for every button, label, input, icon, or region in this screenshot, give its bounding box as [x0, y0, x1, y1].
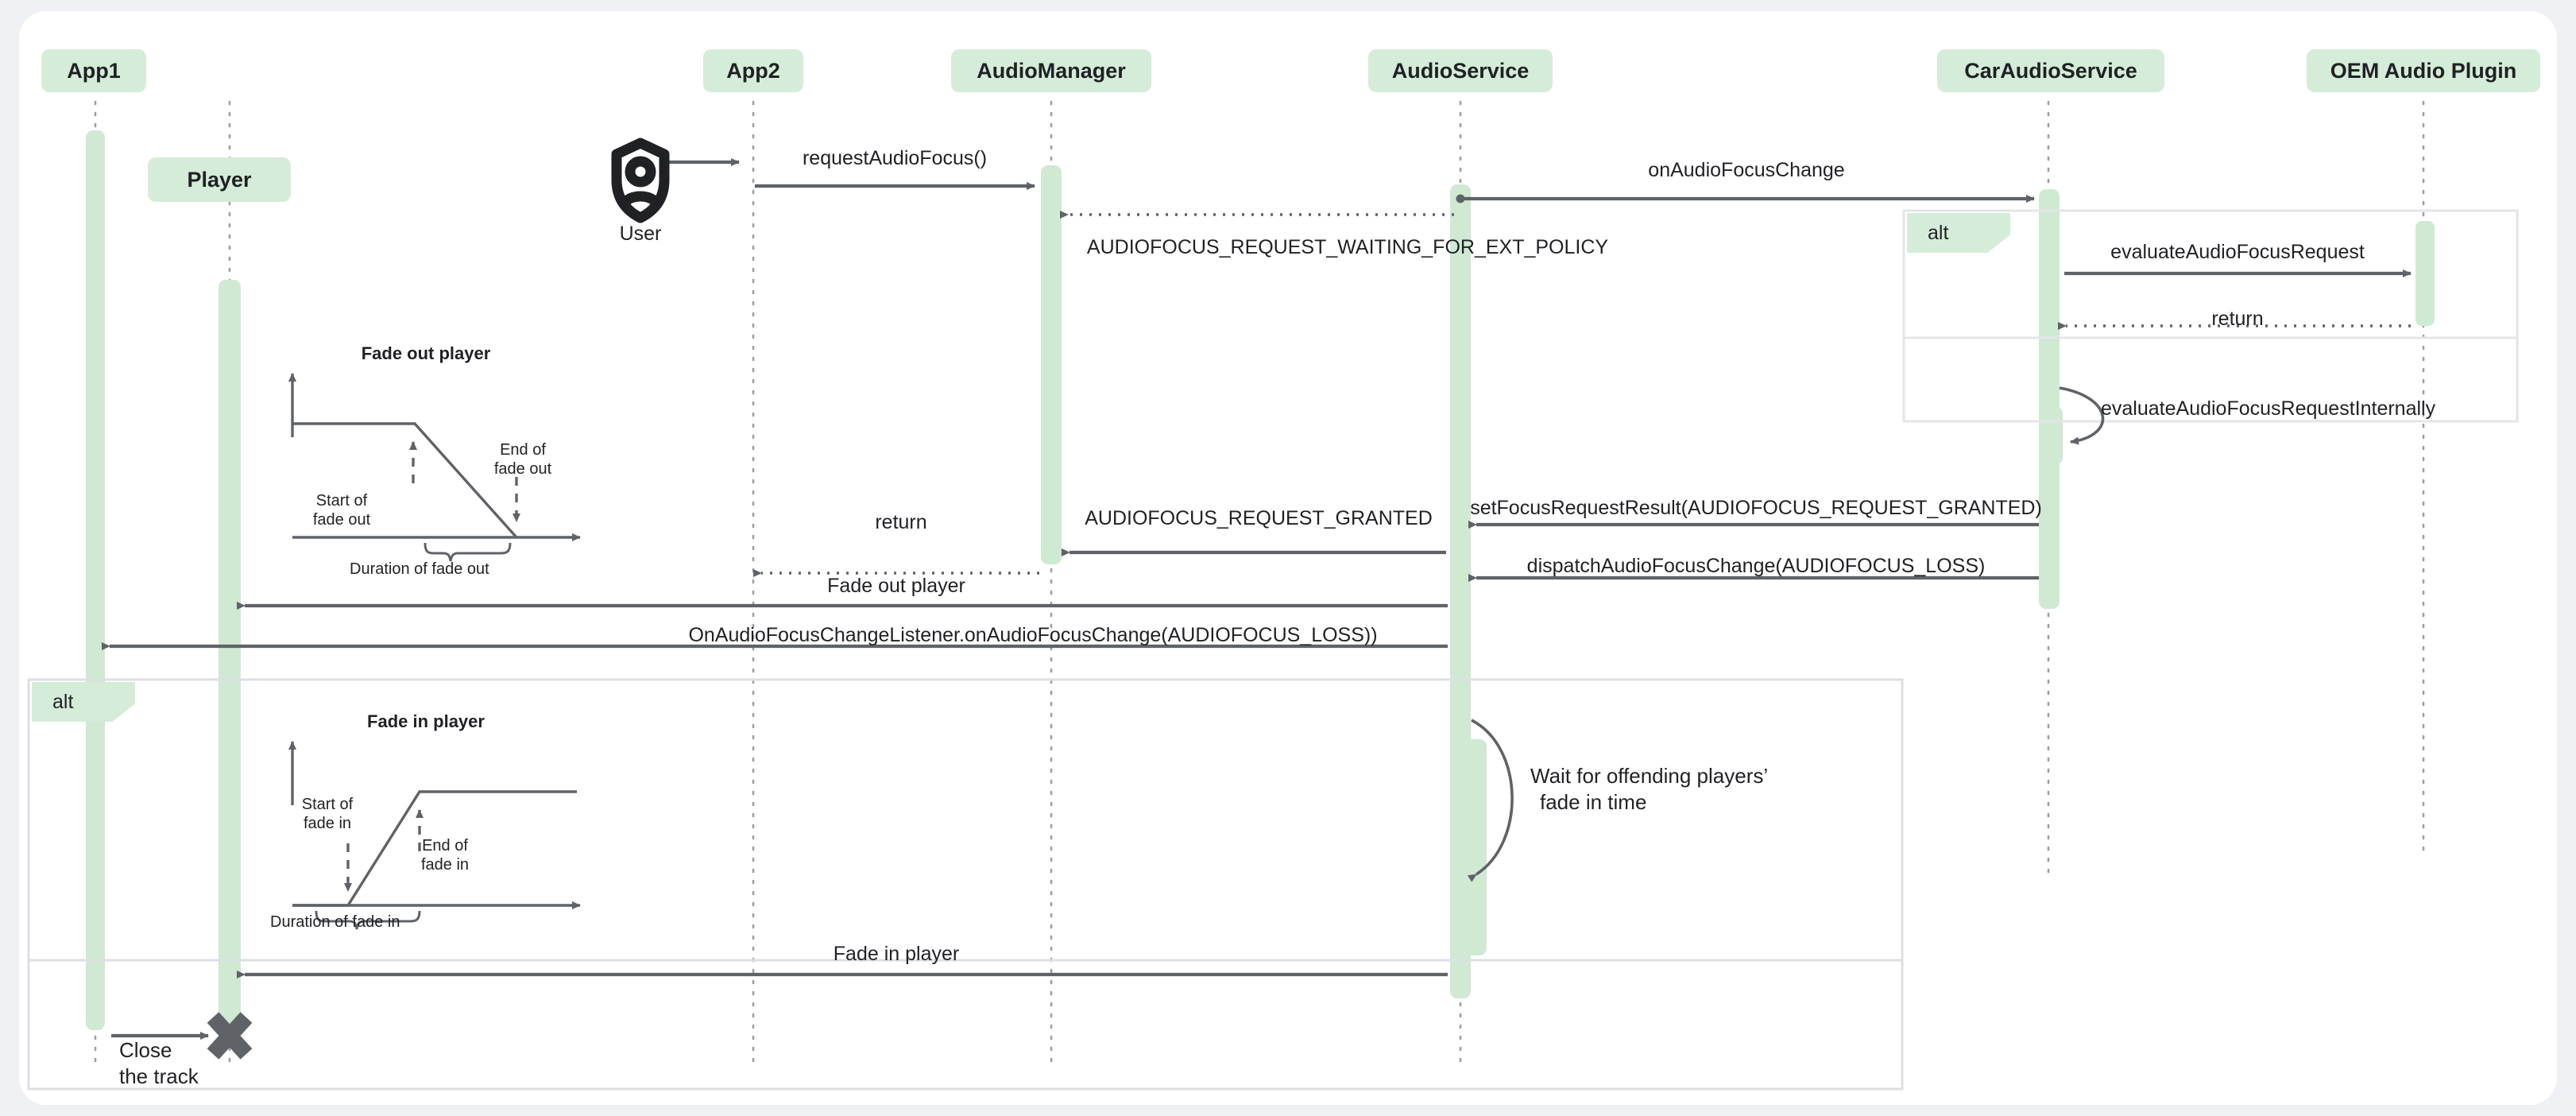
participant-oem-audio-plugin[interactable]: OEM Audio Plugin: [2307, 49, 2540, 92]
msg-dispatchAudioFocusChange: dispatchAudioFocusChange(AUDIOFOCUS_LOSS…: [1526, 555, 1986, 577]
msg-wait-fade-in-time: Wait for offending players’ fade in time: [1530, 764, 1769, 814]
msg-onAudioFocusChangeListener: OnAudioFocusChangeListener.onAudioFocusC…: [688, 624, 1378, 646]
participant-audioservice[interactable]: AudioService: [1368, 49, 1553, 92]
fade-out-end-label: End of fade out: [493, 441, 552, 478]
actor-user-label: User: [619, 223, 662, 245]
fade-out-note-title: Fade out player: [361, 343, 491, 363]
participant-app1-label: App1: [67, 58, 121, 83]
participant-app2[interactable]: App2: [703, 49, 803, 92]
fade-in-duration-label: Duration of fade in: [270, 913, 400, 931]
participant-player[interactable]: Player: [148, 157, 291, 202]
msg-setFocusRequestResult: setFocusRequestResult(AUDIOFOCUS_REQUEST…: [1470, 497, 2042, 519]
alt-tag-app1: alt: [32, 682, 135, 722]
participant-app2-label: App2: [726, 58, 780, 83]
msg-granted: AUDIOFOCUS_REQUEST_GRANTED: [1085, 507, 1433, 529]
msg-fade-in-player: Fade in player: [833, 943, 960, 965]
msg-close-the-track: Close the track: [119, 1038, 199, 1088]
participant-audiomanager-label: AudioManager: [977, 58, 1126, 83]
msg-return-app2: return: [875, 511, 927, 533]
fade-in-end-label: End of fade in: [420, 837, 470, 874]
participant-audiomanager[interactable]: AudioManager: [951, 49, 1151, 92]
msg-fade-out-player: Fade out player: [827, 575, 965, 597]
fade-in-start-label: Start of fade in: [301, 796, 354, 832]
participant-player-label: Player: [187, 167, 252, 192]
msg-waiting-ext-policy: AUDIOFOCUS_REQUEST_WAITING_FOR_EXT_POLIC…: [1086, 236, 1609, 258]
alt-tag-oem: alt: [1907, 213, 2010, 253]
msg-evaluateAudioFocusRequest: evaluateAudioFocusRequest: [2110, 241, 2365, 263]
participant-oem-label: OEM Audio Plugin: [2330, 58, 2517, 83]
participant-audioservice-label: AudioService: [1391, 58, 1530, 83]
participant-app1[interactable]: App1: [41, 49, 146, 92]
fade-out-duration-label: Duration of fade out: [350, 560, 489, 578]
fade-out-start-label: Start of fade out: [312, 492, 371, 529]
msg-requestAudioFocus: requestAudioFocus(): [802, 147, 988, 169]
msg-return-oem: return: [2211, 308, 2264, 330]
fade-in-note-title: Fade in player: [367, 711, 485, 731]
msg-evaluateAudioFocusRequestInternally: evaluateAudioFocusRequestInternally: [2101, 397, 2436, 420]
participant-caraudioservice-label: CarAudioService: [1964, 58, 2137, 83]
participant-caraudioservice[interactable]: CarAudioService: [1937, 49, 2164, 92]
msg-onAudioFocusChange: onAudioFocusChange: [1648, 159, 1845, 181]
